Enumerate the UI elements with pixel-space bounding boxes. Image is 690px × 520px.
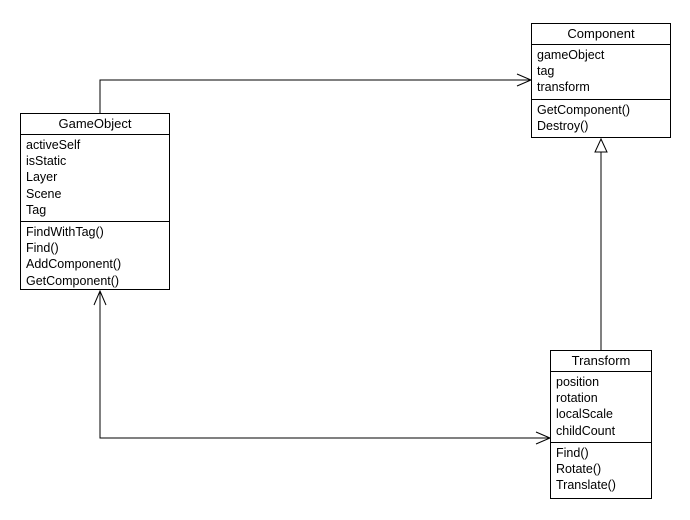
hollow-triangle-at-component [594,137,608,153]
attribute-transform: transform [537,80,590,95]
methods-transform: Find() Rotate() Translate() [551,443,651,497]
generalization-transform-component [594,137,608,350]
attribute-scene: Scene [26,186,62,201]
open-arrowhead-at-gameobject [93,289,107,306]
method-destroy: Destroy() [537,118,589,133]
attribute-localscale: localScale [556,407,613,422]
method-find: Find() [26,241,59,256]
attribute-rotation: rotation [556,391,598,406]
association-line-gameobject-transform [99,291,550,439]
class-gameobject[interactable]: GameObject activeSelf isStatic Layer Sce… [20,113,170,290]
class-name-component: Component [532,24,670,45]
method-getcomponent: GetComponent() [537,102,631,117]
methods-component: GetComponent() Destroy() [532,100,670,137]
method-getcomponent: GetComponent() [26,273,120,288]
method-rotate: Rotate() [556,462,602,477]
method-translate: Translate() [556,478,616,493]
method-findwithtag: FindWithTag() [26,225,104,240]
attribute-gameobject: gameObject [537,48,605,62]
attribute-layer: Layer [26,170,58,185]
association-line-gameobject-component [99,79,531,113]
attribute-position: position [556,375,600,389]
association-gameobject-component [99,73,533,113]
attributes-transform: position rotation localScale childCount [551,372,651,443]
attributes-component: gameObject tag transform [532,45,670,100]
attribute-isstatic: isStatic [26,154,67,169]
attribute-tag: Tag [26,202,47,217]
class-name-gameobject: GameObject [21,114,169,135]
attributes-gameobject: activeSelf isStatic Layer Scene Tag [21,135,169,223]
methods-gameobject: FindWithTag() Find() AddComponent() GetC… [21,222,169,292]
class-transform[interactable]: Transform position rotation localScale c… [550,350,652,499]
association-gameobject-transform [93,289,552,445]
attribute-tag: tag [537,64,555,79]
class-component[interactable]: Component gameObject tag transform GetCo… [531,23,671,138]
method-find: Find() [556,445,589,460]
method-addcomponent: AddComponent() [26,257,122,272]
attribute-childcount: childCount [556,423,616,438]
class-name-transform: Transform [551,351,651,372]
attribute-activeself: activeSelf [26,138,81,152]
